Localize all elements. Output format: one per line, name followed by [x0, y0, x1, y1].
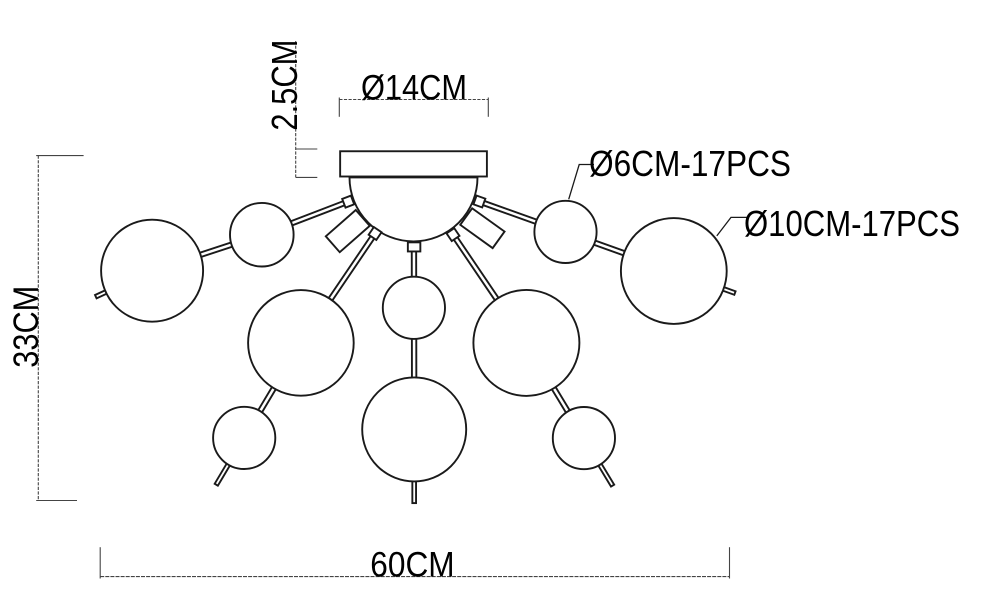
svg-text:Ø6CM-17PCS: Ø6CM-17PCS [589, 143, 791, 184]
svg-text:33CM: 33CM [7, 286, 46, 368]
svg-text:60CM: 60CM [370, 545, 454, 584]
svg-text:Ø10CM-17PCS: Ø10CM-17PCS [744, 203, 960, 244]
svg-text:Ø14CM: Ø14CM [361, 69, 467, 108]
svg-text:2.5CM: 2.5CM [264, 40, 305, 131]
